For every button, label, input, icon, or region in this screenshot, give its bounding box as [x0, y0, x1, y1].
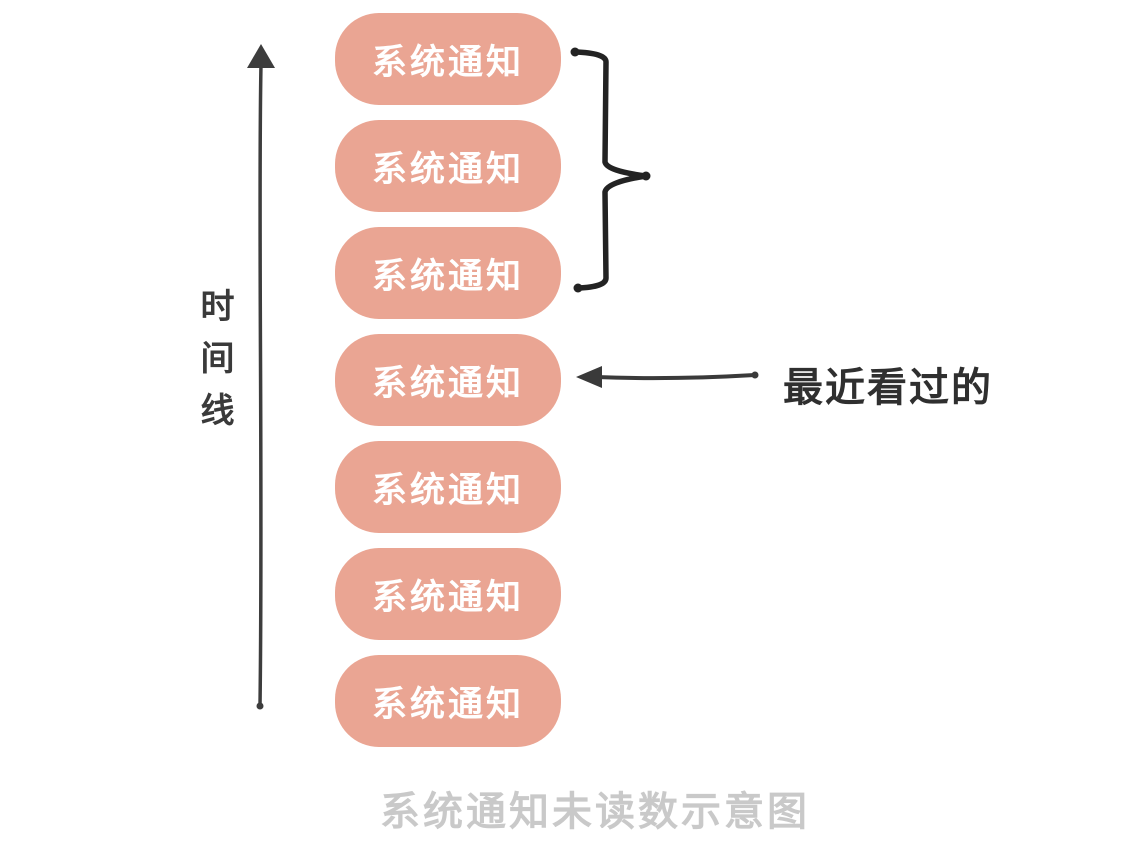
diagram-caption: 系统通知未读数示意图	[380, 789, 810, 835]
notification-card: 系统通知	[335, 655, 561, 747]
notification-card: 系统通知	[335, 120, 561, 212]
timeline-label: 时间线	[194, 288, 234, 444]
notification-card: 系统通知	[335, 13, 561, 105]
notification-card: 系统通知	[335, 227, 561, 319]
notification-list: 系统通知 系统通知 系统通知 系统通知 系统通知 系统通知 系统通知	[335, 13, 561, 747]
timeline-arrow-icon	[247, 44, 275, 710]
notification-card-label: 系统通知	[371, 42, 524, 83]
notification-card-label: 系统通知	[371, 684, 524, 725]
notification-card-label: 系统通知	[371, 149, 524, 190]
notification-card: 系统通知	[335, 441, 561, 533]
annotation-label: 最近看过的	[783, 365, 993, 411]
group-brace-icon	[570, 47, 651, 293]
notification-card: 系统通知	[335, 548, 561, 640]
notification-card-label: 系统通知	[371, 470, 524, 511]
annotation-arrow-icon	[576, 366, 759, 388]
notification-card-label: 系统通知	[371, 256, 524, 297]
notification-card-label: 系统通知	[371, 577, 524, 618]
notification-card: 系统通知	[335, 334, 561, 426]
notification-card-label: 系统通知	[371, 363, 524, 404]
